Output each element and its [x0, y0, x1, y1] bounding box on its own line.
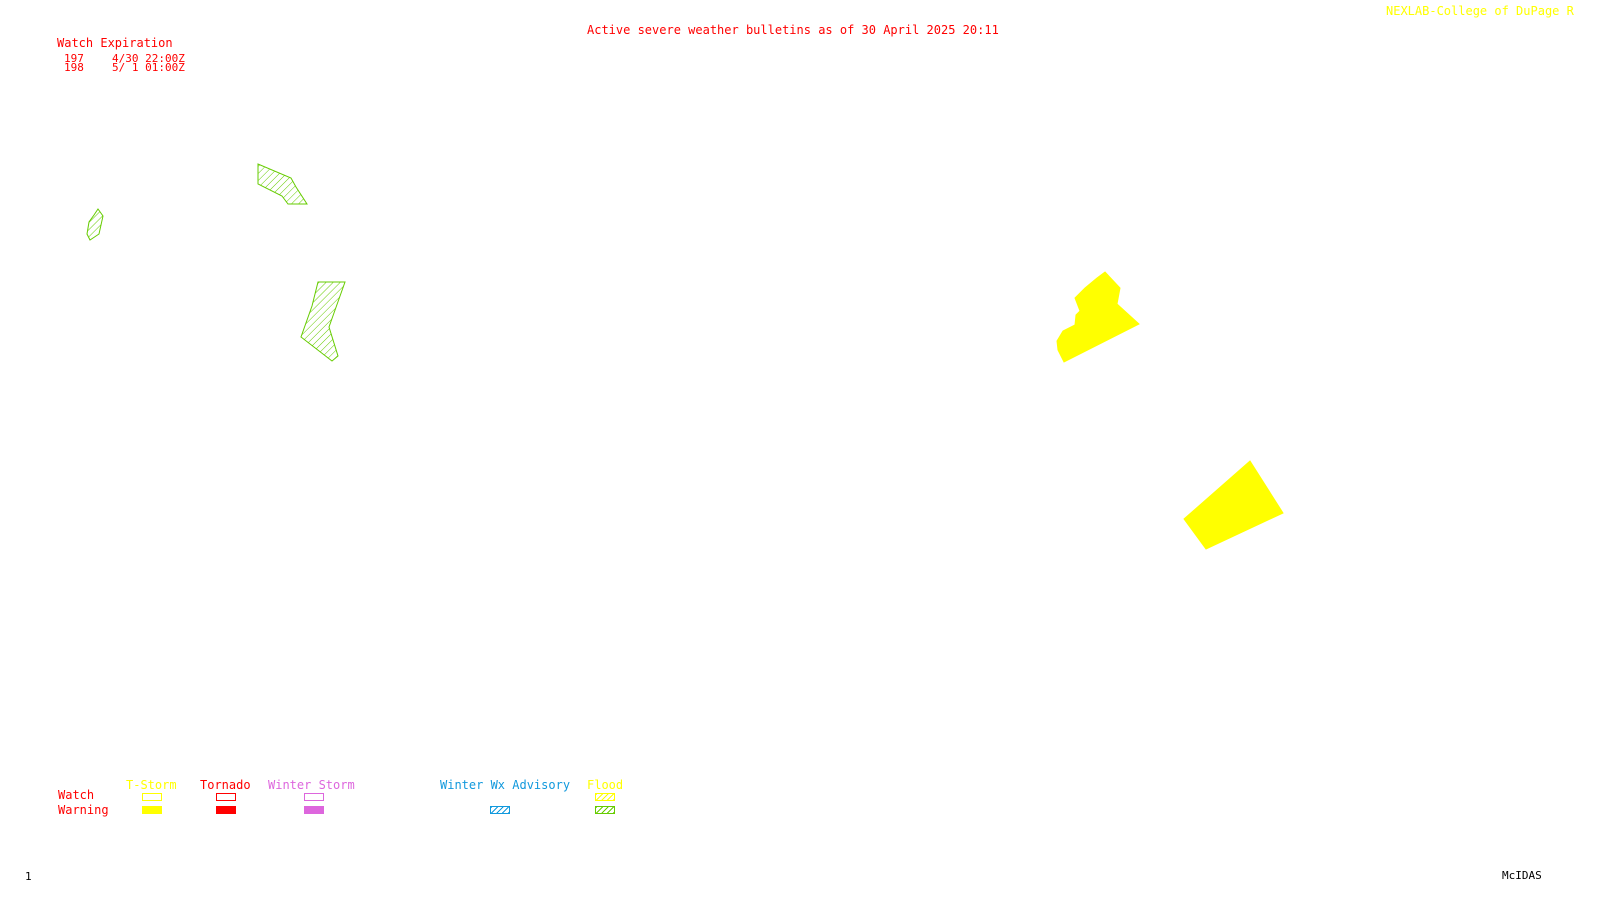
legend-tstorm-watch-swatch — [142, 793, 162, 801]
legend-flood-label: Flood — [587, 778, 624, 792]
flood-warning-area — [300, 281, 346, 362]
tstorm-watch-area — [1183, 460, 1284, 550]
frame-number: 1 — [25, 870, 32, 883]
legend-winter-wx-advisory-swatch — [490, 806, 510, 814]
legend-winter-storm-watch-swatch — [304, 793, 324, 801]
legend-winter-wx-advisory-label: Winter Wx Advisory — [440, 778, 571, 792]
legend-tornado-label: Tornado — [200, 778, 251, 792]
legend-flood-warning-swatch — [595, 806, 615, 814]
flood-warning-area — [257, 163, 308, 205]
flood-warning-area — [86, 208, 104, 241]
watch-expiration-heading: Watch Expiration — [57, 36, 173, 50]
credit-label: NEXLAB-College of DuPage R — [1386, 4, 1574, 18]
legend-winter-storm-label: Winter Storm — [268, 778, 355, 792]
legend-watch-row-label: Watch — [58, 788, 95, 802]
legend-tornado-warning-swatch — [216, 806, 236, 814]
legend-tstorm-label: T-Storm — [126, 778, 177, 792]
legend-tstorm-warning-swatch — [142, 806, 162, 814]
tstorm-watch-area — [1056, 271, 1140, 363]
watch-expiration-time: 5/ 1 01:00Z — [112, 61, 185, 74]
watch-id: 197 — [64, 52, 84, 65]
legend-tornado-watch-swatch — [216, 793, 236, 801]
watch-id: 198 — [64, 61, 84, 74]
legend-warning-row-label: Warning — [58, 803, 109, 817]
bulletin-title: Active severe weather bulletins as of 30… — [587, 23, 999, 37]
watch-expiration-time: 4/30 22:00Z — [112, 52, 185, 65]
legend-flood-watch-swatch — [595, 793, 615, 801]
software-label: McIDAS — [1502, 869, 1542, 882]
legend-winter-storm-warning-swatch — [304, 806, 324, 814]
